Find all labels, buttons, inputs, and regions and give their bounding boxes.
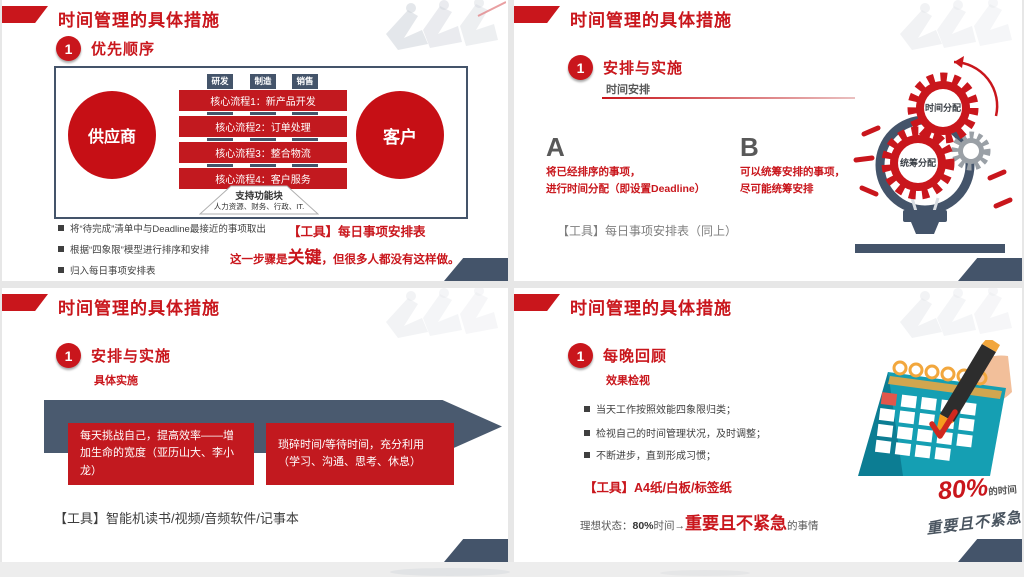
key-prefix: 这一步骤是 xyxy=(230,254,288,266)
key-emphasis: 关键 xyxy=(287,248,322,267)
ideal-key: 重要且不紧急 xyxy=(685,514,788,533)
slide-title: 时间管理的具体措施 xyxy=(58,11,220,30)
section-number-badge: 1 xyxy=(56,36,81,61)
tip-box: 每天挑战自己，提高效率——增加生命的宽度（亚历山大、李小龙） xyxy=(68,423,254,485)
option-a-line1: 将已经排序的事项， xyxy=(546,166,641,178)
slide-thumbnail-4[interactable]: 时间管理的具体措施 1 每晚回顾 效果检视 当天工作按照效能四象限归类； 检视自… xyxy=(514,288,1022,562)
preview-smudge xyxy=(660,570,750,576)
slide-title: 时间管理的具体措施 xyxy=(570,299,732,318)
option-a-letter: A xyxy=(546,132,565,162)
tool-note: 【工具】每日事项安排表（同上） xyxy=(557,224,738,238)
next-row-preview-strip xyxy=(0,562,1024,577)
bullet-square xyxy=(584,451,590,458)
process-diagram: 研发 制造 销售 供应商 客户 核心流程1：新产品开发 核心流程2：订单处理 核… xyxy=(54,66,468,219)
pen-icon xyxy=(940,344,996,422)
section-heading: 安排与实施 xyxy=(603,60,684,77)
overall-allocation-gear-icon: 统筹分配 xyxy=(881,126,955,200)
slide-title: 时间管理的具体措施 xyxy=(58,299,220,318)
ideal-pct: 80% xyxy=(632,520,654,532)
support-function-trapezoid: 支持功能块 人力资源、财务、行政、IT. xyxy=(198,185,320,215)
support-detail: 人力资源、财务、行政、IT. xyxy=(213,202,305,211)
bullet-text: 归入每日事项安排表 xyxy=(70,266,156,277)
title-flag-shape xyxy=(2,294,48,311)
caption-pct-suffix: 的时间 xyxy=(987,484,1018,499)
corner-triangle xyxy=(444,258,508,281)
key-step-note: 这一步骤是关键，但很多人都没有这样做。 xyxy=(230,243,460,268)
bullet-text: 当天工作按照效能四象限归类； xyxy=(596,405,736,416)
bullet-square xyxy=(584,429,590,436)
core-process-bar: 核心流程1：新产品开发 xyxy=(178,89,348,112)
core-process-bar: 核心流程2：订单处理 xyxy=(178,115,348,138)
bullet-square xyxy=(58,246,64,252)
calendar-caption-line2: 重要且不紧急 xyxy=(925,509,1022,538)
runners-graphic xyxy=(900,0,1012,50)
key-suffix: ，但很多人都没有这样做。 xyxy=(321,254,460,266)
corner-triangle xyxy=(958,539,1022,562)
section-subtitle: 具体实施 xyxy=(94,375,138,387)
runners-graphic xyxy=(900,288,1012,338)
core-process-bar: 核心流程3：整合物流 xyxy=(178,141,348,164)
column-label: 研发 xyxy=(211,76,229,86)
section-number-badge: 1 xyxy=(56,343,81,368)
calendar-pen-illustration xyxy=(858,340,1012,476)
corner-triangle xyxy=(958,258,1022,281)
calendar-caption-pct: 80%的时间 xyxy=(937,471,1018,507)
column-label: 制造 xyxy=(254,76,272,86)
trapezoid-shape xyxy=(198,185,320,215)
section-heading: 优先顺序 xyxy=(91,41,156,58)
time-allocation-gear-icon: 时间分配 xyxy=(907,72,979,144)
ideal-state-line: 理想状态：80%时间→重要且不紧急的事情 xyxy=(580,509,819,534)
bullet-text: 将“待完成”清单中与Deadline最接近的事项取出 xyxy=(70,224,266,235)
tool-note: 【工具】智能机读书/视频/音频软件/记事本 xyxy=(54,511,299,526)
section-heading: 安排与实施 xyxy=(91,348,172,365)
ideal-mid: 时间→ xyxy=(653,520,686,532)
support-title: 支持功能块 xyxy=(235,191,283,202)
tool-note: 【工具】A4纸/白板/标签纸 xyxy=(584,481,732,495)
divider-line xyxy=(602,97,855,99)
title-flag-shape xyxy=(2,6,48,23)
lightbulb-gears-illustration: 时间分配 统筹分配 xyxy=(853,56,1013,253)
runners-graphic xyxy=(386,0,506,50)
bullet-text: 根据“四象限”模型进行排序和安排 xyxy=(70,245,210,256)
tip-box: 琐碎时间/等待时间，充分利用（学习、沟通、思考、休息） xyxy=(266,423,454,485)
bullet-square xyxy=(58,267,64,273)
option-b-letter: B xyxy=(740,132,759,162)
red-checkmark-icon xyxy=(929,409,958,439)
slide-thumbnail-3[interactable]: 时间管理的具体措施 1 安排与实施 具体实施 每天挑战自己，提高效率——增加生命… xyxy=(2,288,508,562)
runners-graphic xyxy=(386,288,498,338)
supplier-circle: 供应商 xyxy=(68,91,156,179)
section-subtitle: 效果检视 xyxy=(606,375,650,387)
ideal-label: 理想状态： xyxy=(580,520,633,532)
slide-title: 时间管理的具体措施 xyxy=(570,11,732,30)
gear-label: 统筹分配 xyxy=(900,157,936,168)
corner-triangle xyxy=(444,539,508,562)
gear-label: 时间分配 xyxy=(925,102,961,113)
column-label: 销售 xyxy=(296,76,314,86)
slide-thumbnail-2[interactable]: 时间管理的具体措施 1 安排与实施 时间安排 A 将已经排序的事项， 进行时间分… xyxy=(514,0,1022,281)
option-b-line2: 尽可能统筹安排 xyxy=(740,183,814,195)
option-b-line1: 可以统筹安排的事项， xyxy=(740,166,845,178)
caption-pct: 80% xyxy=(936,473,990,506)
bullet-square xyxy=(584,405,590,412)
tool-note: 【工具】每日事项安排表 xyxy=(288,225,426,239)
ideal-tail: 的事情 xyxy=(787,520,819,532)
section-subtitle: 时间安排 xyxy=(606,84,650,96)
customer-circle: 客户 xyxy=(356,91,444,179)
title-flag-shape xyxy=(514,6,560,23)
preview-smudge xyxy=(390,568,510,576)
option-a-line2: 进行时间分配（即设置Deadline） xyxy=(546,183,706,195)
section-heading: 每晚回顾 xyxy=(603,348,668,365)
section-number-badge: 1 xyxy=(568,55,593,80)
title-flag-shape xyxy=(514,294,560,311)
bullet-text: 不断进步，直到形成习惯； xyxy=(596,451,716,462)
bullet-text: 检视自己的时间管理状况，及时调整； xyxy=(596,429,766,440)
bullet-square xyxy=(58,225,64,231)
gray-gear-icon xyxy=(951,131,991,171)
slide-thumbnail-1[interactable]: 时间管理的具体措施 1 优先顺序 研发 制造 销售 供应商 客户 核 xyxy=(2,0,508,281)
section-number-badge: 1 xyxy=(568,343,593,368)
